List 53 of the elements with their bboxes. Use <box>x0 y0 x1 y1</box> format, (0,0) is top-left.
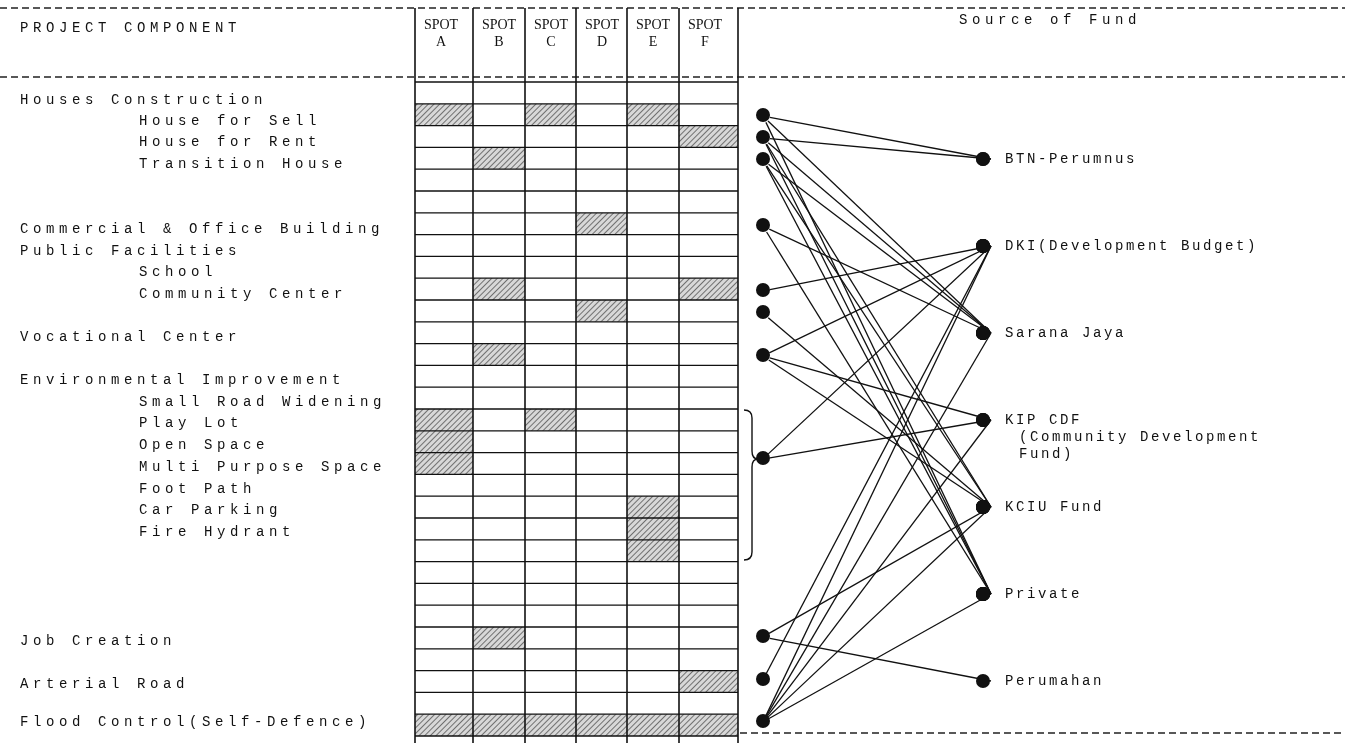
column-header: PROJECT COMPONENT <box>20 20 242 36</box>
row-label: Public Facilities <box>20 243 242 259</box>
row-label: Community Center <box>139 286 348 302</box>
fund-source-label: (Community Development Fund) <box>1018 429 1263 463</box>
column-header: SPOT C <box>532 16 570 50</box>
dot-marker <box>756 283 770 297</box>
row-label: Fire Hydrant <box>139 524 296 540</box>
dot-marker <box>756 152 770 166</box>
dot-marker <box>756 218 770 232</box>
column-header: SPOT D <box>583 16 621 50</box>
column-header: SPOT F <box>686 16 724 50</box>
column-header: Source of Fund <box>959 12 1141 28</box>
row-label: Car Parking <box>139 502 282 518</box>
connector-line <box>766 413 992 717</box>
dot-marker <box>756 348 770 362</box>
fund-source-label: Sarana Jaya <box>1005 325 1126 342</box>
row-label: Multi Purpose Space <box>139 459 387 475</box>
row-label: Play Lot <box>139 415 243 431</box>
row-label: House for Rent <box>139 134 322 150</box>
dot-marker <box>756 108 770 122</box>
connector-line <box>767 500 992 718</box>
dot-marker <box>756 629 770 643</box>
column-header: SPOT B <box>480 16 518 50</box>
dot-marker <box>756 451 770 465</box>
dot-marker <box>756 672 770 686</box>
row-label: Open Space <box>139 437 269 453</box>
row-label: Small Road Widening <box>139 394 387 410</box>
column-header: SPOT E <box>634 16 672 50</box>
row-label: House for Sell <box>139 113 322 129</box>
row-label: Arterial Road <box>20 676 190 692</box>
fund-source-label: BTN-Perumnus <box>1005 151 1138 168</box>
column-header: SPOT A <box>422 16 460 50</box>
row-label: Environmental Improvement <box>20 372 346 388</box>
row-label: Houses Construction <box>20 92 268 108</box>
connector-line <box>769 138 992 166</box>
row-label: School <box>139 264 217 280</box>
row-label: Commercial & Office Building <box>20 221 385 237</box>
row-label: Flood Control(Self-Defence) <box>20 714 372 730</box>
row-label: Job Creation <box>20 633 177 649</box>
dot-marker <box>756 714 770 728</box>
dot-marker <box>756 305 770 319</box>
fund-source-label: KIP CDF <box>1005 412 1083 429</box>
fund-source-label: Private <box>1005 586 1082 603</box>
fund-source-label: KCIU Fund <box>1005 499 1104 516</box>
connector-line <box>769 637 992 688</box>
fund-source-label: DKI(Development Budget) <box>1005 238 1259 255</box>
connector-line <box>768 587 992 720</box>
dot-marker <box>756 130 770 144</box>
fund-source-label: Perumahan <box>1005 673 1104 690</box>
connector-line <box>765 326 992 717</box>
row-label: Foot Path <box>139 481 256 497</box>
row-label: Transition House <box>139 156 348 172</box>
row-label: Vocational Center <box>20 329 242 345</box>
